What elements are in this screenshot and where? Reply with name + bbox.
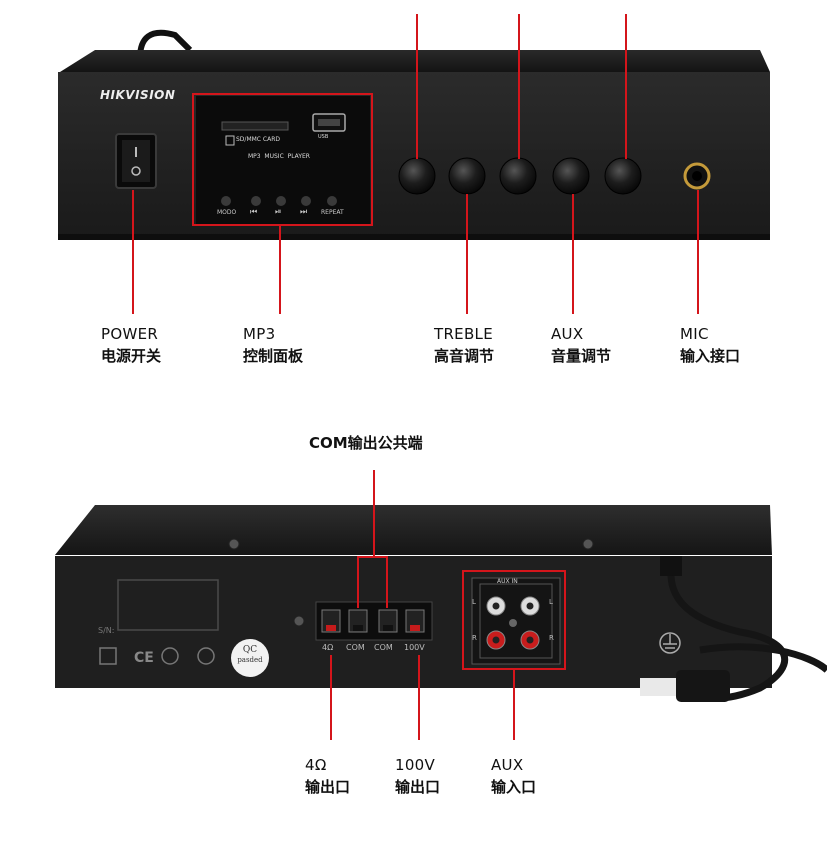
- callout-mp3-cn: 控制面板: [243, 347, 304, 365]
- qc-sticker: [231, 639, 269, 677]
- callout-aux-input-cn: 输入口: [491, 778, 537, 796]
- terminal-connectors: [321, 609, 425, 633]
- callout-aux-volume: AUX 音量调节: [551, 323, 611, 367]
- terminal-label-com2: COM: [374, 643, 393, 652]
- callout-aux-input: AUX 输入口: [491, 754, 536, 798]
- sd-card-label: SD/MMC CARD: [236, 136, 280, 143]
- out-100v-pointer: [418, 655, 420, 740]
- aux-channel-l-left: L: [472, 598, 476, 606]
- callout-4ohm-cn: 输出口: [305, 778, 351, 796]
- mic-pointer: [697, 190, 699, 314]
- mode-button[interactable]: [221, 196, 231, 206]
- com-pointer-right: [386, 556, 388, 608]
- callout-100v-en: 100V: [395, 756, 436, 774]
- callout-treble: TREBLE 高音调节: [434, 323, 494, 367]
- com-pointer-bar: [357, 556, 387, 558]
- play-pause-button[interactable]: [276, 196, 286, 206]
- svg-text:CE: CE: [134, 650, 154, 666]
- sd-card-slot: [221, 121, 289, 131]
- front-panel-illustration: [58, 29, 770, 240]
- mp3-highlight-box: [192, 93, 373, 226]
- callout-aux-volume-cn: 音量调节: [551, 347, 612, 365]
- com-pointer-left: [357, 556, 359, 608]
- chassis-front-face: [58, 72, 770, 240]
- sn-box: [117, 579, 219, 631]
- callout-mp3: MP3 控制面板: [243, 323, 303, 367]
- callout-mp3-en: MP3: [243, 325, 276, 343]
- callout-mic-cn: 输入接口: [680, 347, 741, 365]
- prev-button[interactable]: [251, 196, 261, 206]
- mode-label: MODO: [217, 209, 237, 216]
- callout-aux-input-en: AUX: [491, 756, 524, 774]
- usb-label: USB: [318, 134, 329, 140]
- screw-left: [228, 538, 240, 550]
- callout-power: POWER 电源开关: [101, 323, 161, 367]
- terminal-labels: 4Ω COM COM 100V: [316, 643, 436, 655]
- callout-100v: 100V 输出口: [395, 754, 440, 798]
- aux-channel-r-left: R: [472, 634, 477, 642]
- play-pause-icon: ⏯: [275, 207, 282, 216]
- next-icon: ⏭: [300, 207, 308, 216]
- treble-pointer-top: [416, 14, 418, 159]
- treble-pointer: [466, 194, 468, 314]
- mp3-buttons: MODO ⏮ ⏯ ⏭ REPEAT: [212, 196, 362, 220]
- power-pointer: [132, 190, 134, 314]
- callout-4ohm: 4Ω 输出口: [305, 754, 350, 798]
- knob5-pointer-top: [625, 14, 627, 159]
- rca-jacks: [486, 596, 540, 650]
- terminal-label-100v: 100V: [404, 643, 425, 652]
- com-pointer-stem: [373, 470, 375, 558]
- back-panel-illustration: CE: [55, 505, 827, 702]
- cable-grommet: [660, 556, 682, 576]
- callout-treble-cn: 高音调节: [434, 347, 495, 365]
- next-button[interactable]: [301, 196, 311, 206]
- callout-power-en: POWER: [101, 325, 159, 343]
- qc-text: QC pasded: [232, 645, 268, 665]
- callout-4ohm-en: 4Ω: [305, 756, 327, 774]
- ground-icon: [659, 632, 681, 654]
- repeat-label: REPEAT: [321, 209, 344, 216]
- sn-label: S/N:: [98, 626, 115, 635]
- plug-prongs: [640, 678, 678, 696]
- aux-channel-l-right: L: [549, 598, 553, 606]
- aux-in-label: AUX IN: [497, 578, 518, 585]
- out-4ohm-pointer: [330, 655, 332, 740]
- qc-line2: pasded: [237, 656, 263, 664]
- callout-100v-cn: 输出口: [395, 778, 441, 796]
- aux-channel-r-right: R: [549, 634, 554, 642]
- callout-mic-en: MIC: [680, 325, 709, 343]
- chassis-top: [60, 50, 770, 72]
- prev-icon: ⏮: [250, 207, 258, 216]
- callout-mic: MIC 输入接口: [680, 323, 740, 367]
- com-title: COM输出公共端: [309, 434, 423, 452]
- qc-line1: QC: [242, 645, 258, 655]
- knobs: [398, 157, 642, 195]
- callout-aux-volume-en: AUX: [551, 325, 584, 343]
- back-lid: [55, 505, 772, 555]
- terminal-label-4ohm: 4Ω: [322, 643, 334, 652]
- callout-treble-en: TREBLE: [434, 325, 493, 343]
- aux-volume-pointer: [572, 194, 574, 314]
- brand-logo: HIKVISION: [100, 88, 176, 102]
- mp3-pointer: [279, 226, 281, 314]
- cert-icons: [99, 647, 215, 665]
- terminal-label-com1: COM: [346, 643, 365, 652]
- plug-body: [676, 670, 730, 702]
- aux-in-highlight-box: [462, 570, 566, 670]
- callout-power-cn: 电源开关: [101, 347, 162, 365]
- knob3-pointer-top: [518, 14, 520, 159]
- player-title: MP3 MUSIC PLAYER: [248, 153, 310, 160]
- screw-right: [582, 538, 594, 550]
- aux-input-pointer: [513, 670, 515, 740]
- repeat-button[interactable]: [327, 196, 337, 206]
